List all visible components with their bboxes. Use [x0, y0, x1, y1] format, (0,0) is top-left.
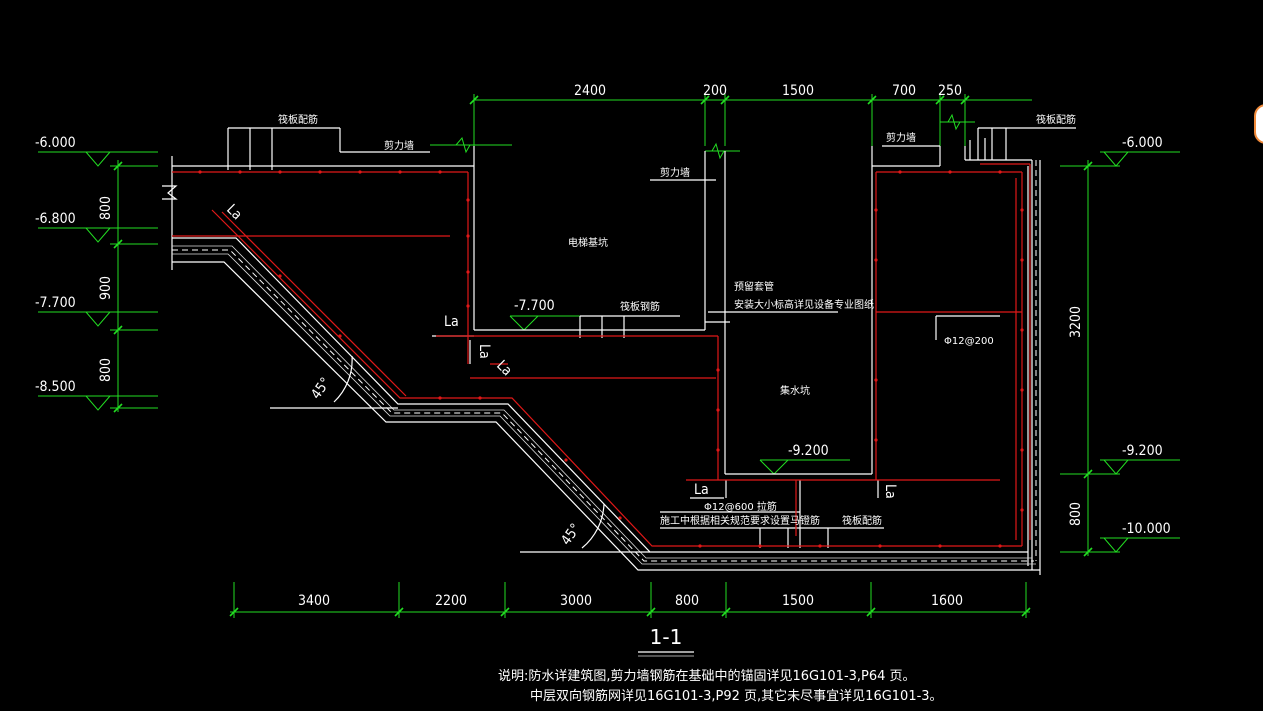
angle-label-1: 45° — [308, 375, 334, 402]
top-dimension-chain — [469, 94, 1032, 146]
section-title: 1-1 — [650, 625, 683, 649]
left-elev-1: -6.000 — [35, 135, 76, 151]
left-elev-2: -6.800 — [35, 211, 76, 227]
la-label-5: La — [694, 482, 709, 498]
shear-wall-right-label: 剪力墙 — [886, 131, 916, 144]
note-line-2: 中层双向钢筋网详见16G101-3,P92 页,其它未尽事宜详见16G101-3… — [530, 688, 943, 704]
bottom-dim-1: 3400 — [298, 593, 330, 609]
shear-wall-left-label: 剪力墙 — [384, 139, 414, 152]
top-dim-5: 250 — [938, 83, 962, 99]
elev-mid-1: -7.700 — [514, 298, 555, 314]
left-dim-1: 800 — [98, 196, 114, 220]
shear-wall-mid-label: 剪力墙 — [660, 166, 690, 179]
level-marker-9200 — [759, 459, 850, 475]
bottom-dimension-chain — [229, 582, 1031, 618]
rebar-spec-2: Φ12@600 拉筋 — [704, 500, 777, 513]
la-label-2: La — [444, 314, 459, 330]
level-marker-7700 — [509, 315, 600, 331]
raft-rebar-right-label: 筏板配筋 — [1036, 113, 1076, 126]
raft-rebar-mid-label: 筏板钢筋 — [620, 300, 660, 313]
right-dim-1: 3200 — [1068, 306, 1084, 338]
right-elev-3: -10.000 — [1122, 521, 1171, 537]
construction-note-label: 施工中根据相关规范要求设置马镫筋 — [660, 514, 820, 527]
left-dim-3: 800 — [98, 358, 114, 382]
sleeve-note-label: 安装大小标高详见设备专业图纸 — [734, 298, 874, 311]
elevator-pit-label: 电梯基坑 — [568, 236, 608, 249]
la-label-3: La — [476, 344, 492, 359]
bottom-dim-6: 1600 — [931, 593, 963, 609]
top-dim-2: 200 — [703, 83, 727, 99]
bottom-dim-3: 3000 — [560, 593, 592, 609]
top-dim-3: 1500 — [782, 83, 814, 99]
angle-label-2: 45° — [558, 521, 584, 548]
la-label-4: La — [493, 358, 515, 380]
la-label-1: La — [223, 202, 245, 224]
bottom-dim-4: 800 — [675, 593, 699, 609]
raft-rebar-left-label: 筏板配筋 — [278, 113, 318, 126]
preset-sleeve-label: 预留套管 — [734, 280, 774, 293]
structure-outline — [162, 127, 1076, 575]
la-label-6: La — [882, 484, 898, 499]
right-elev-1: -6.000 — [1122, 135, 1163, 151]
right-dim-2: 800 — [1068, 502, 1084, 526]
right-elevation-group — [1060, 151, 1180, 557]
right-elev-2: -9.200 — [1122, 443, 1163, 459]
top-dim-4: 700 — [892, 83, 916, 99]
rebar-spec-1: Φ12@200 — [944, 336, 994, 347]
note-line-1: 说明:防水详建筑图,剪力墙钢筋在基础中的锚固详见16G101-3,P64 页。 — [498, 668, 916, 684]
bottom-dim-2: 2200 — [435, 593, 467, 609]
top-dim-1: 2400 — [574, 83, 606, 99]
sump-pit-label: 集水坑 — [780, 384, 810, 397]
bottom-dim-5: 1500 — [782, 593, 814, 609]
edge-badge-icon — [1254, 104, 1263, 144]
left-elev-3: -7.700 — [35, 295, 76, 311]
rebar-lines — [172, 163, 1031, 548]
left-dim-2: 900 — [98, 276, 114, 300]
elev-mid-2: -9.200 — [788, 443, 829, 459]
left-elevation-group — [38, 151, 158, 413]
left-elev-4: -8.500 — [35, 379, 76, 395]
raft-rebar-bottom-label: 筏板配筋 — [842, 514, 882, 527]
